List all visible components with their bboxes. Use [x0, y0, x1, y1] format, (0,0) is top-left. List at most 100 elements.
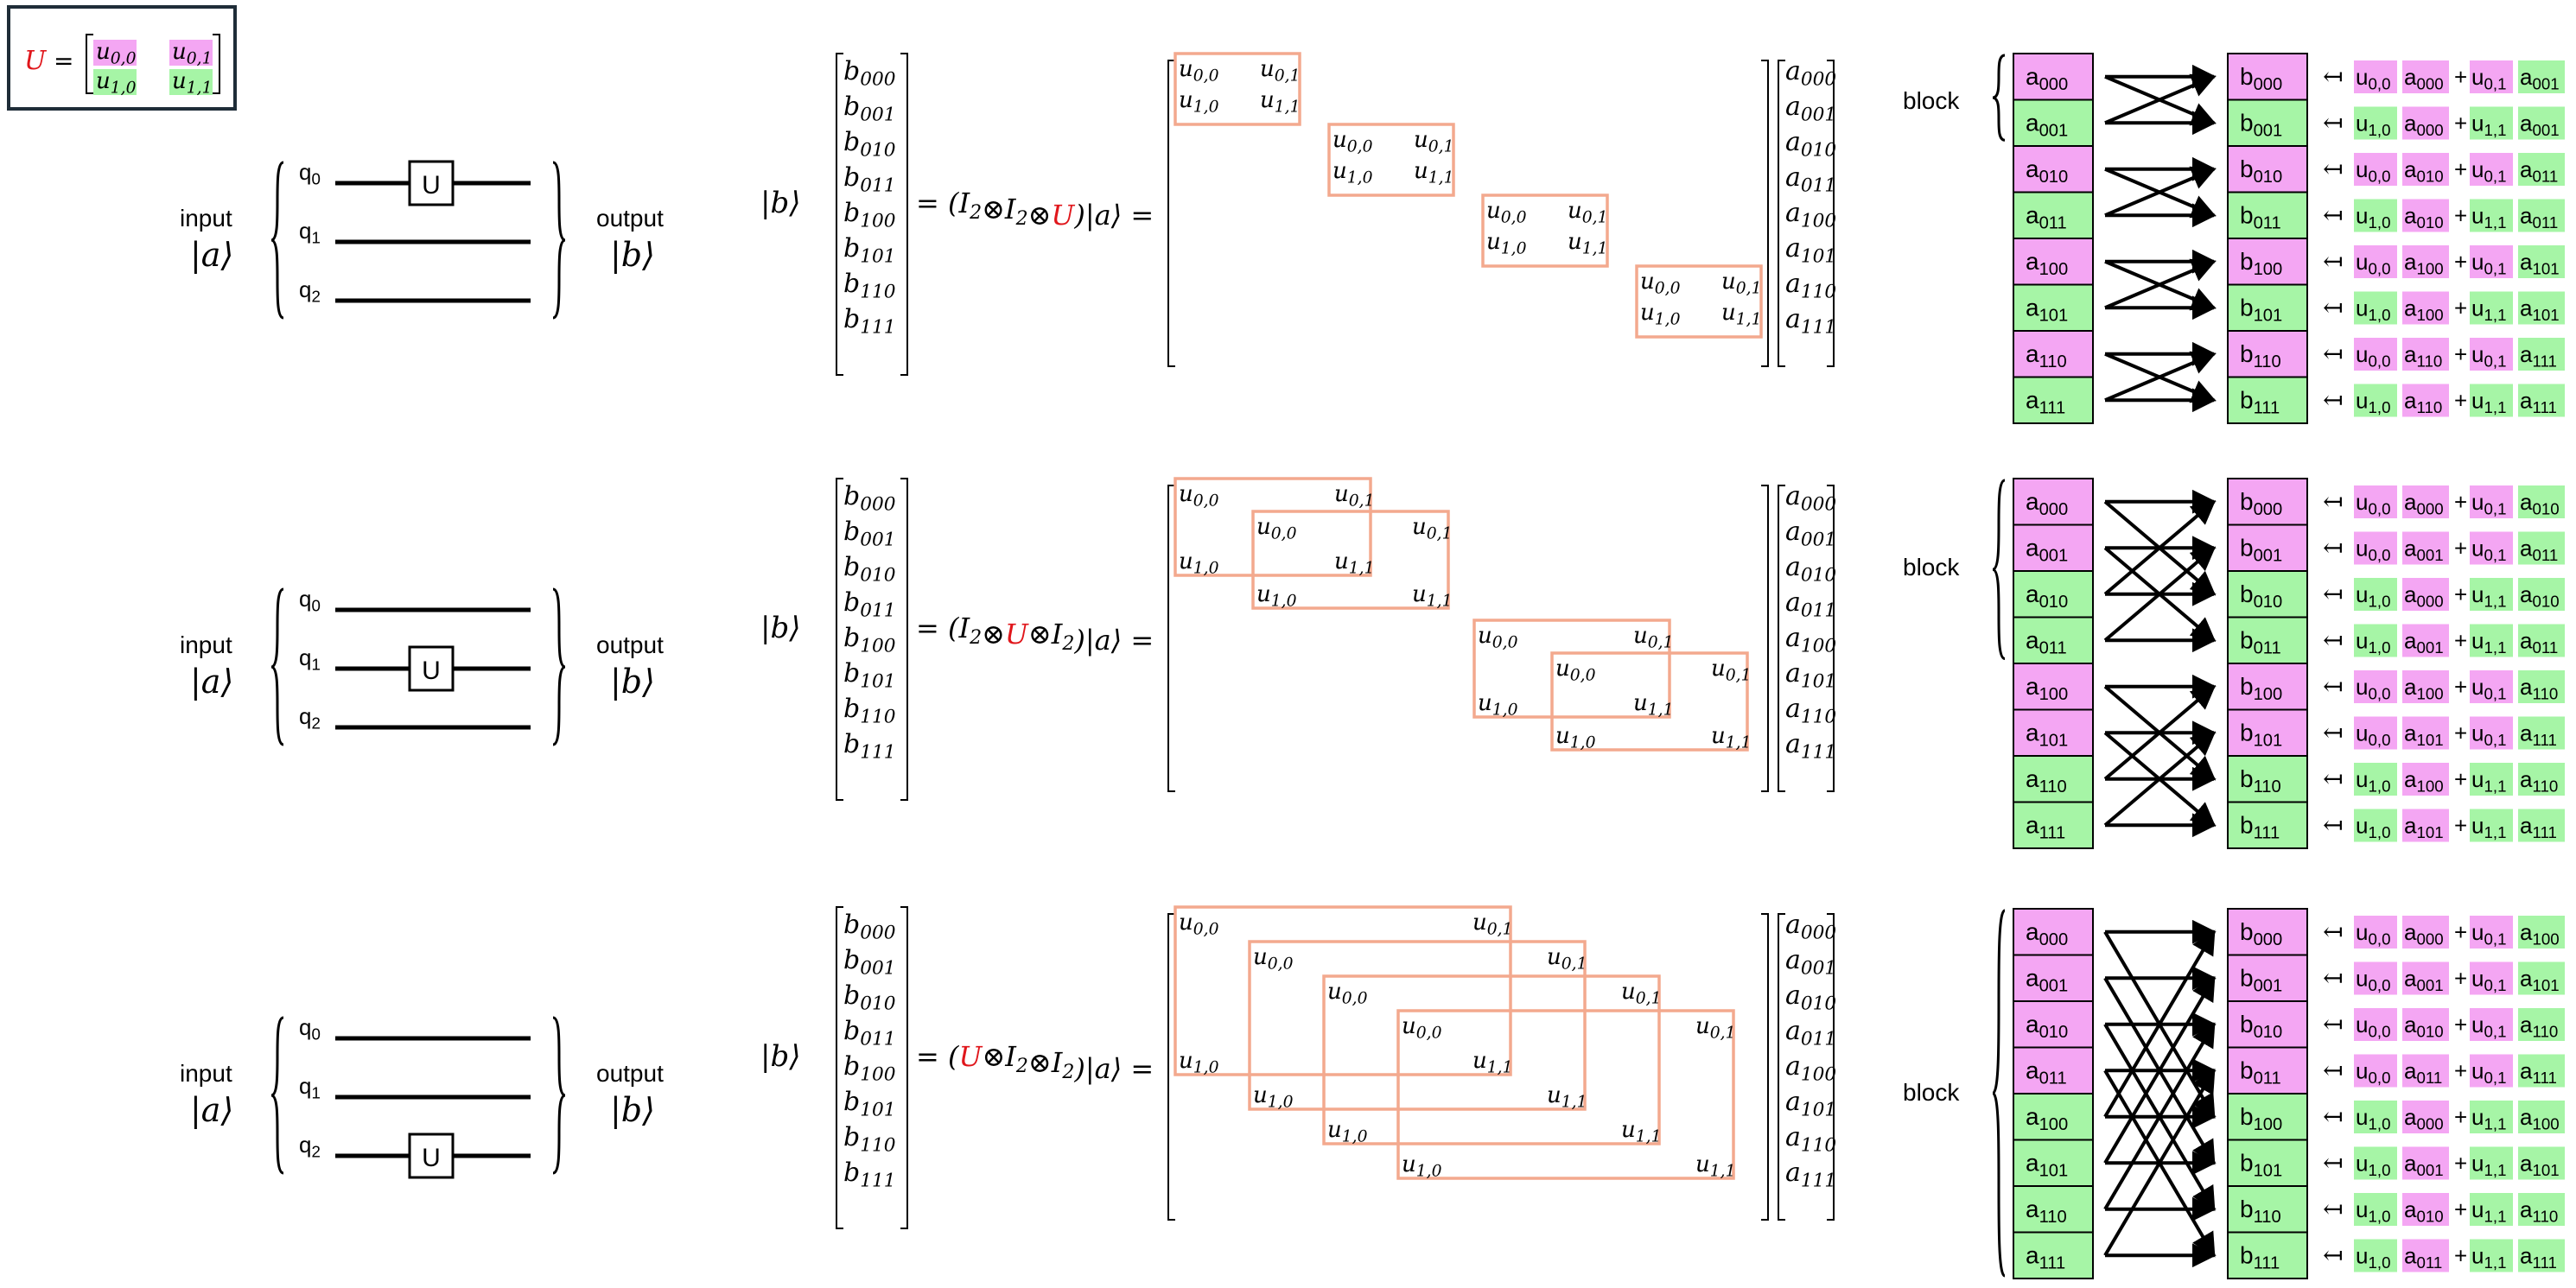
matrix-entry: u1,0: [1486, 229, 1527, 258]
matrix-entry: u1,0: [1179, 87, 1219, 117]
formula-term-bg: [2470, 338, 2513, 371]
tensor-symbol: ⊗: [1028, 1046, 1052, 1079]
matrix-entry: u1,0: [1179, 549, 1219, 578]
formula-term: a110: [2520, 1196, 2558, 1226]
formula-term-bg: [2402, 916, 2449, 949]
assign-arrow: ↤: [2323, 155, 2343, 183]
a-vector-entry: a011: [1785, 587, 1836, 622]
b-vector-entry: b001: [843, 92, 895, 126]
assign-arrow: ↤: [2323, 247, 2343, 276]
b-cell-label: b100: [2240, 248, 2282, 279]
input-ket: |a⟩: [190, 663, 233, 701]
matrix-entry: u0,0: [1179, 910, 1219, 939]
u-gate-label: U: [422, 657, 441, 685]
matrix-entry: u1,0: [1555, 723, 1596, 752]
butterfly-arrows: [2104, 64, 2217, 413]
plus-sign: +: [2454, 674, 2467, 700]
formula-term: u1,0: [2356, 628, 2390, 657]
formula-term-bg: [2354, 809, 2397, 842]
formula-term: u1,1: [2471, 1151, 2506, 1180]
formula-term-bg: [2402, 291, 2449, 325]
tensor-symbol: ⊗: [982, 618, 1005, 650]
b-cell: [2227, 908, 2308, 956]
a-cell: [2013, 376, 2094, 424]
a-cell: [2013, 1139, 2094, 1187]
b-cell-label: b001: [2240, 535, 2282, 566]
matrix-bracket-right: [1761, 913, 1769, 1221]
matrix-entry: u1,1: [1621, 1117, 1662, 1146]
a-vector-entry: a011: [1785, 162, 1836, 197]
formula-term-bg: [2354, 763, 2397, 796]
a-cell: [2013, 478, 2094, 526]
formula-term-bg: [2354, 153, 2397, 186]
dataflow-arrow: [2104, 167, 2217, 219]
a-cell-label: a111: [2026, 387, 2065, 418]
formula-term-bg: [2470, 763, 2513, 796]
formula-term-bg: [2470, 1101, 2513, 1133]
matrix-entry: u0,1: [1721, 269, 1762, 298]
formula-term-bg: [2354, 1008, 2397, 1041]
a-cell-label: a010: [2026, 155, 2068, 187]
formula-term-bg: [2354, 916, 2397, 949]
equals: = (: [916, 1040, 960, 1073]
matrix-block: [1174, 52, 1301, 126]
formula-term-bg: [2354, 384, 2397, 417]
formula-term: a101: [2404, 720, 2444, 750]
formula-term-bg: [2518, 60, 2565, 93]
input-ket: |a⟩: [190, 236, 233, 274]
formula-term: u1,1: [2471, 111, 2506, 140]
a-cell: [2013, 1093, 2094, 1141]
formula-term-bg: [2470, 60, 2513, 93]
formula-term-bg: [2518, 199, 2565, 232]
legend-bracket-right: [213, 34, 220, 94]
output-brace: [552, 587, 566, 746]
equals: = (: [916, 612, 960, 644]
u-gate-label: U: [422, 171, 441, 200]
legend-entry: u1,1: [172, 68, 213, 98]
output-ket: |b⟩: [610, 663, 655, 701]
formula-term: a001: [2520, 64, 2560, 93]
formula-term: u0,0: [2356, 919, 2390, 949]
formula-term-bg: [2470, 485, 2513, 518]
plus-sign: +: [2454, 341, 2467, 367]
formula-term: a111: [2520, 341, 2557, 371]
formula-term: a101: [2520, 966, 2560, 995]
output-label: output: [596, 1060, 664, 1087]
plus-sign: +: [2454, 581, 2467, 607]
a-vector-bracket-left: [1778, 60, 1785, 367]
formula-term-bg: [2402, 338, 2449, 371]
butterfly-arrows: [2103, 489, 2217, 838]
a-cell-label: a111: [2026, 1242, 2065, 1273]
b-vector-entry: b111: [843, 1158, 895, 1192]
matrix-entry: u0,0: [1478, 623, 1518, 652]
b-cell: [2227, 238, 2308, 286]
formula-term: a110: [2520, 766, 2558, 796]
assign-arrow: ↤: [2323, 580, 2343, 608]
matrix-entry: u0,1: [1414, 127, 1454, 156]
matrix-entry: u1,1: [1568, 229, 1608, 258]
b-vector-entry: b001: [843, 517, 895, 551]
a-cell-label: a110: [2026, 340, 2067, 371]
a-vector-entry: a010: [1785, 127, 1836, 162]
b-cell-label: b110: [2240, 1196, 2281, 1227]
formula-term-bg: [2354, 624, 2397, 657]
assign-arrow: ↤: [2323, 62, 2343, 91]
formula-term: u1,0: [2356, 203, 2390, 232]
formula-term-bg: [2354, 1239, 2397, 1272]
a-cell: [2013, 98, 2094, 147]
formula-term-bg: [2518, 1101, 2565, 1133]
formula-term-bg: [2470, 624, 2513, 657]
assign-arrow: ↤: [2323, 626, 2343, 655]
ket-a: |a⟩: [1085, 199, 1122, 232]
formula-term: a110: [2404, 388, 2442, 417]
formula-term: a001: [2404, 536, 2444, 565]
formula-term: u0,0: [2356, 674, 2390, 703]
formula-term-bg: [2354, 199, 2397, 232]
matrix-entry: u0,0: [1256, 514, 1297, 543]
matrix-entry: u1,1: [1260, 87, 1301, 117]
b-cell: [2227, 663, 2308, 711]
formula-term-bg: [2402, 199, 2449, 232]
legend-entry-bg: [169, 69, 213, 95]
operator-factor: I: [1004, 193, 1017, 225]
b-cell: [2227, 1093, 2308, 1141]
